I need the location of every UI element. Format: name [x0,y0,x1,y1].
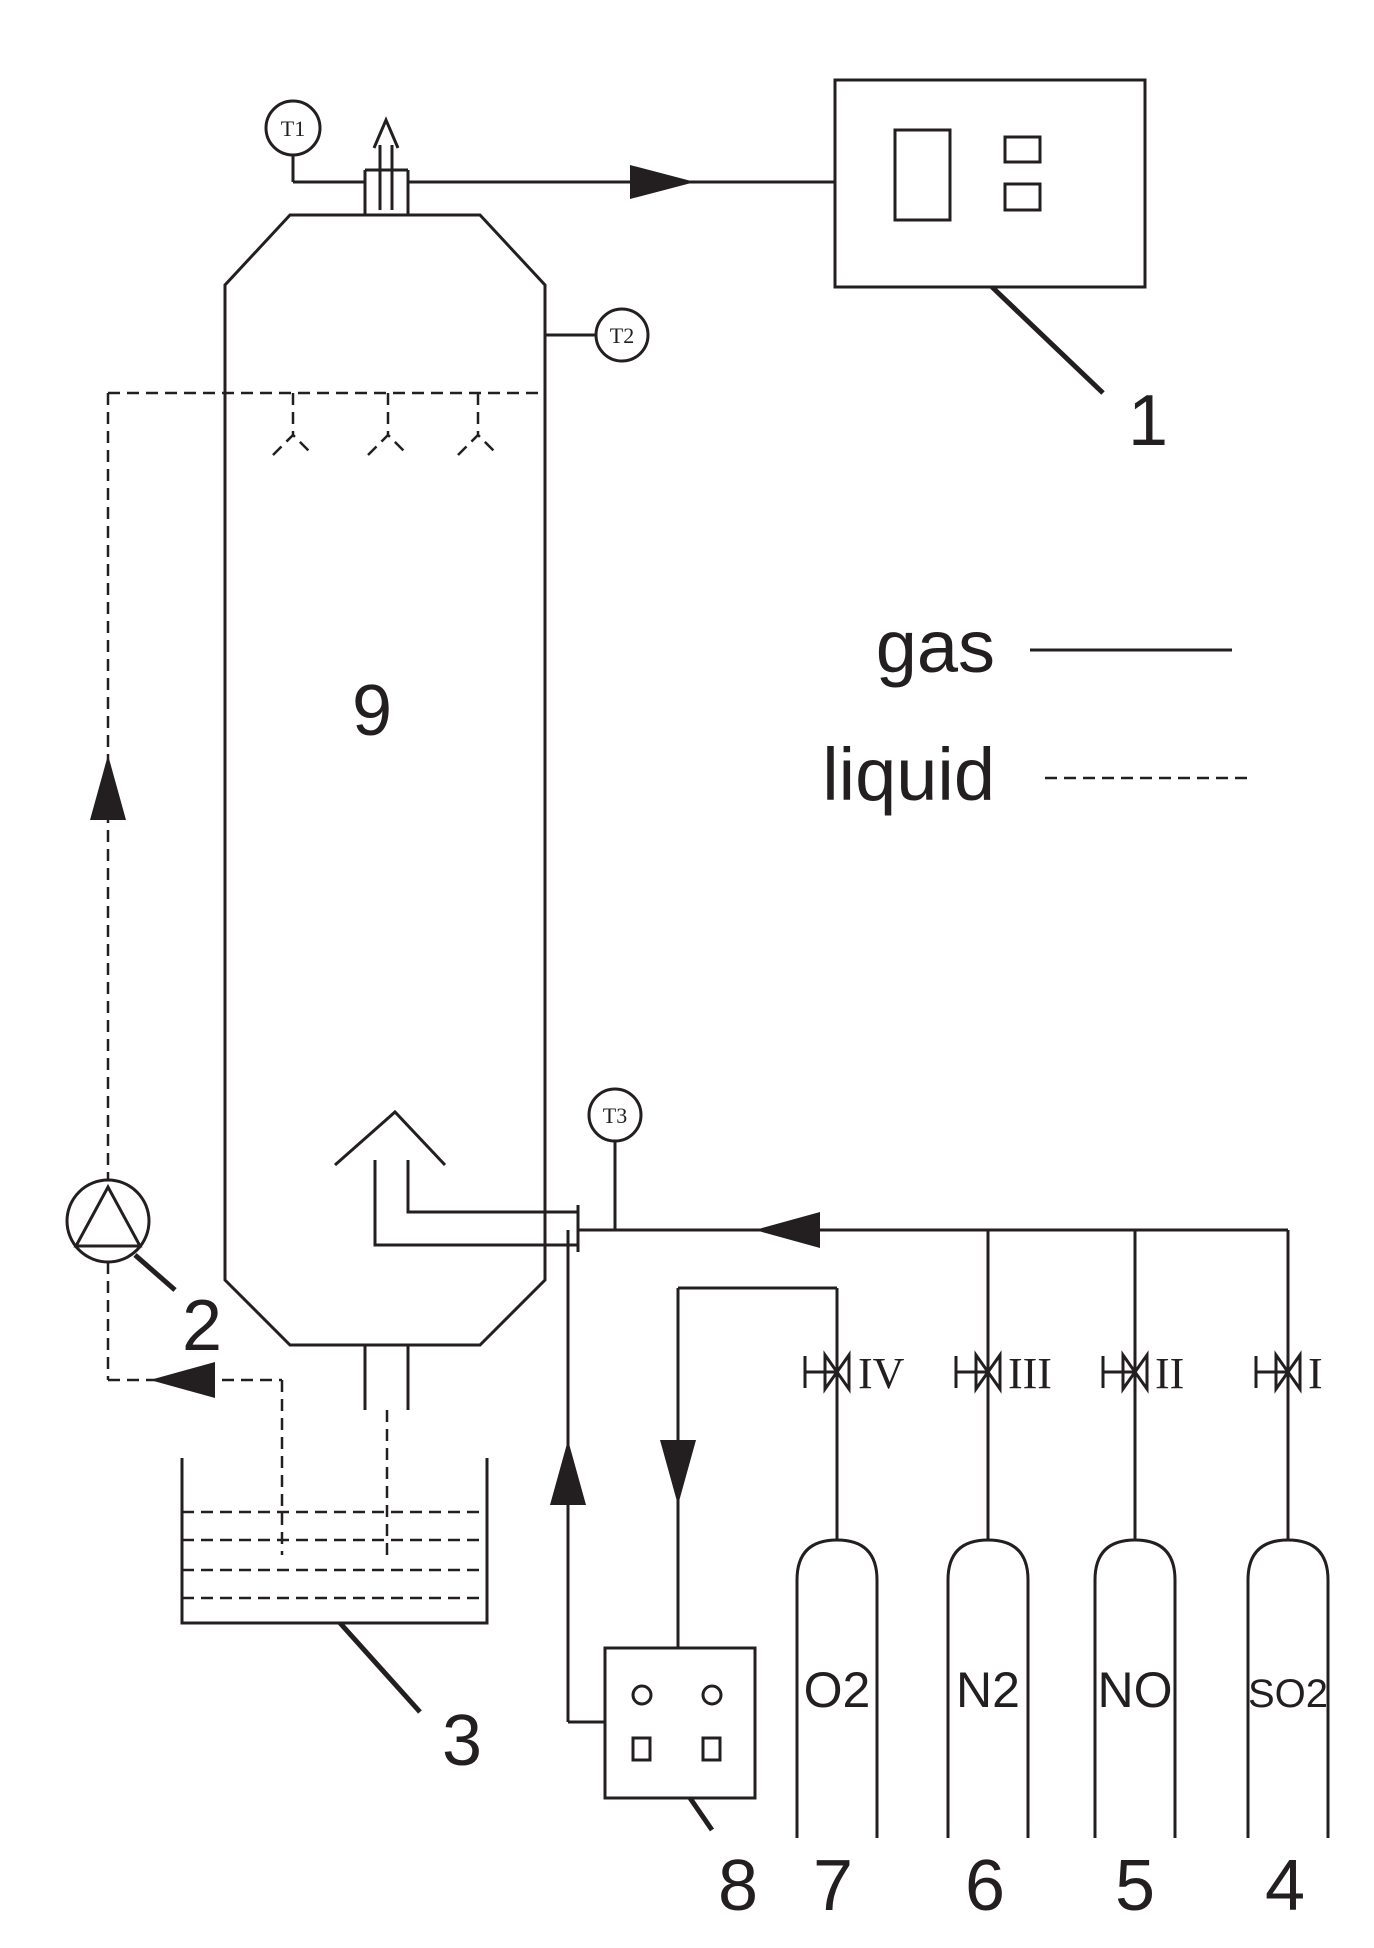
t1-sensor [264,99,365,184]
o2-cylinder-label: O2 [804,1662,871,1718]
so2-cylinder-number: 4 [1265,1846,1305,1926]
liquid-tank [180,1458,489,1625]
pump-leader [133,1253,177,1292]
n2-cylinder-label: N2 [956,1662,1020,1718]
n2-cylinder [946,1538,1030,1838]
mixer-leader [687,1796,715,1832]
flow-arrow-mixer-up [550,1440,586,1505]
t2-label: T2 [610,323,634,348]
absorption-tower [223,168,547,1410]
t3-sensor [587,1087,643,1230]
gas-inlet-distributor [334,1109,580,1252]
tank-leader [338,1621,422,1714]
gas-analyzer [833,78,1147,289]
valve-iv-label: IV [858,1349,905,1398]
tower-label: 9 [352,671,392,751]
no-cylinder-number: 5 [1115,1846,1155,1926]
gas-mixer [603,1646,757,1800]
pump-label: 2 [182,1286,222,1366]
o2-cylinder [795,1538,879,1838]
legend: gas liquid [822,605,1248,816]
valve-iii [954,1350,1002,1394]
exhaust-arrow [372,116,400,210]
flow-arrow-to-analyzer [630,165,695,199]
t2-sensor [545,307,650,363]
valve-i-label: I [1308,1349,1323,1398]
valve-i [1254,1350,1302,1394]
so2-cylinder-label: SO2 [1248,1672,1328,1716]
valve-ii [1101,1350,1149,1394]
spray-header [108,391,545,456]
so2-cylinder [1246,1538,1330,1838]
no-cylinder [1093,1538,1177,1838]
o2-cylinder-number: 7 [813,1846,853,1926]
t3-label: T3 [603,1103,627,1128]
analyzer-leader [990,285,1105,395]
valve-iii-label: III [1008,1349,1052,1398]
spray-nozzle [367,393,409,456]
valve-ii-label: II [1155,1349,1184,1398]
t1-label: T1 [281,116,305,141]
flow-arrow-liquid-left [150,1362,215,1398]
valve-iv [803,1350,851,1394]
tank-label: 3 [442,1701,482,1781]
spray-nozzle [272,393,314,456]
flow-arrow-liquid-up [90,755,126,820]
n2-cylinder-number: 6 [965,1846,1005,1926]
liquid-recirculation-line [106,393,389,1555]
spray-nozzle [457,393,499,456]
analyzer-label: 1 [1128,381,1168,461]
no-cylinder-label: NO [1098,1662,1173,1718]
legend-gas-label: gas [876,605,995,688]
flow-arrow-mixer-down [660,1440,696,1505]
circulation-pump [65,1178,151,1264]
o2-line-to-mixer [676,1286,839,1648]
flow-arrow-header [755,1212,820,1248]
legend-liquid-label: liquid [822,733,995,816]
mixer-label: 8 [718,1846,758,1926]
